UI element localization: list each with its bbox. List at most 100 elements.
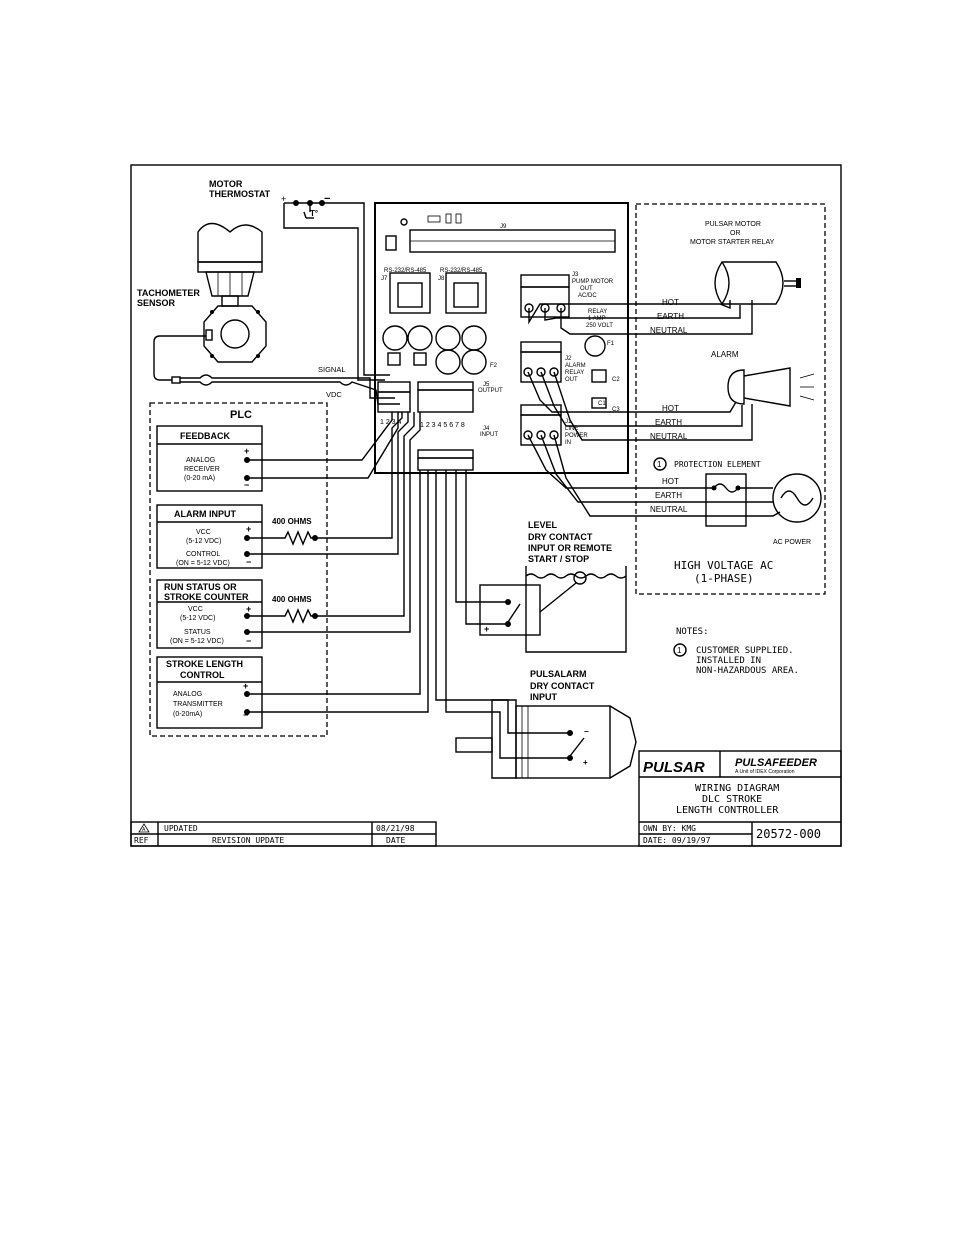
plc-title: PLC [230,409,252,421]
j3-label-1: J3 [572,272,579,278]
notes-line-2: INSTALLED IN [696,656,761,666]
rs-label-1: RS-232/RS-485 [384,268,427,274]
run-status-minus: − [246,636,251,646]
j4-label-1: J4 [483,426,490,432]
pulsar-motor-3: MOTOR STARTER RELAY [690,239,775,246]
level-tank [525,566,627,653]
board-components [382,325,607,409]
alarm-input-l3: CONTROL [186,551,220,558]
level-l4: START / STOP [528,554,589,564]
ac-source-symbol [772,473,822,523]
thermostat-plus: + [281,194,286,204]
tachometer-label-2: SENSOR [137,298,176,308]
notes-number-circle [673,643,687,657]
high-voltage-label-2: (1-PHASE) [694,572,754,585]
tachometer-label-1: TACHOMETER [137,288,200,298]
controller-board [374,202,629,474]
alarm-input-minus: − [246,557,251,567]
level-l2: DRY CONTACT [528,532,593,542]
ohms-label-2: 400 OHMS [272,595,312,604]
revision-header-date: DATE [386,836,405,845]
revision-date: 08/21/98 [376,824,415,833]
pulsar-motor-1: PULSAR MOTOR [705,221,761,228]
title-line-3: LENGTH CONTROLLER [676,805,779,816]
stroke-length-l2: TRANSMITTER [173,701,223,708]
alarm-input-box [156,504,263,569]
run-status-l2: (5-12 VDC) [180,615,215,622]
alarm-input-l1: VCC [196,529,211,536]
ohms-label-1: 400 OHMS [272,517,312,526]
title-line-1: WIRING DIAGRAM [695,783,779,794]
f2-label: F2 [490,363,498,369]
motor-thermostat-label-1: MOTOR [209,179,243,189]
notes-line-1: CUSTOMER SUPPLIED. [696,646,794,656]
feedback-plus: + [244,446,249,456]
revision-block [130,821,437,847]
alarm-input-plus: + [246,524,251,534]
relay-note-3: 250 VOLT [586,323,613,329]
ac-hot: HOT [662,477,679,486]
pulsalarm-l3: INPUT [530,692,558,702]
notes-number: 1 [677,646,682,655]
run-status-box [156,579,263,649]
j8-label: J8 [438,276,445,282]
title-block [638,750,842,847]
level-l1: LEVEL [528,520,558,530]
j3-label-4: AC/DC [578,293,597,299]
stroke-length-plus: + [243,681,248,691]
j3-label-2: PUMP MOTOR [572,279,614,285]
j9-label: J9 [500,224,507,230]
high-voltage-boundary [635,203,826,595]
stroke-length-title-2: CONTROL [180,670,225,680]
notes-line-3: NON-HAZARDOUS AREA. [696,666,799,676]
relay-note-1: RELAY [588,309,607,315]
logo-pulsafeeder: PULSAFEEDER [735,757,817,769]
pulsalarm-l1: PULSALARM [530,669,587,679]
relay-note-2: 1 AMP [588,316,606,322]
j1-label-1: J1 [565,419,572,425]
stroke-length-title-1: STROKE LENGTH [166,659,243,669]
j3-label-3: OUT [580,286,593,292]
run-status-title-2: STROKE COUNTER [164,592,249,602]
j2-terminal-block [520,341,562,383]
signal-label: SIGNAL [318,365,346,374]
feedback-l3: (0-20 mA) [184,475,215,482]
alarm-neutral: NEUTRAL [650,432,688,441]
motor-earth: EARTH [657,312,684,321]
alarm-hot: HOT [662,404,679,413]
j1-label-3: POWER [565,433,588,439]
j2-label-3: RELAY [565,370,584,376]
run-status-l4: (ON = 5-12 VDC) [170,638,224,645]
stroke-length-l1: ANALOG [173,691,202,698]
revision-header-ref: REF [134,836,149,845]
j4-terminal-strip [417,449,474,471]
ac-neutral: NEUTRAL [650,505,688,514]
j1-label-4: IN [565,440,571,446]
svg-text:−: − [584,727,589,736]
c3-label: C3 [612,407,620,413]
feedback-minus: − [244,480,249,490]
revision-desc: UPDATED [164,824,198,833]
rs-label-2: RS-232/RS-485 [440,268,483,274]
plc-wiring [244,412,429,715]
logo-sub: A Unit of IDEX Corporation [735,769,795,775]
ac-power-label: AC POWER [773,539,811,546]
j2-label-4: OUT [565,377,578,383]
owned-by: OWN BY: KMG [643,824,696,833]
j2-label-2: ALARM [565,363,586,369]
f1-label: F1 [607,341,615,347]
logo-pulsar: PULSAR [643,759,705,776]
tach-terminal-strip [377,381,411,413]
j2-label-1: J2 [565,356,572,362]
revision-header-desc: REVISION UPDATE [212,836,284,845]
vdc-label: VDC [326,390,342,399]
drawing-border [130,164,842,847]
stroke-length-box [156,656,263,729]
svg-text:+: + [583,758,588,767]
pulsar-motor-icon [714,261,801,305]
feedback-l2: RECEIVER [184,466,220,473]
alarm-horn-icon [727,367,815,407]
high-voltage-label-1: HIGH VOLTAGE AC [674,559,773,572]
alarm-earth: EARTH [655,418,682,427]
